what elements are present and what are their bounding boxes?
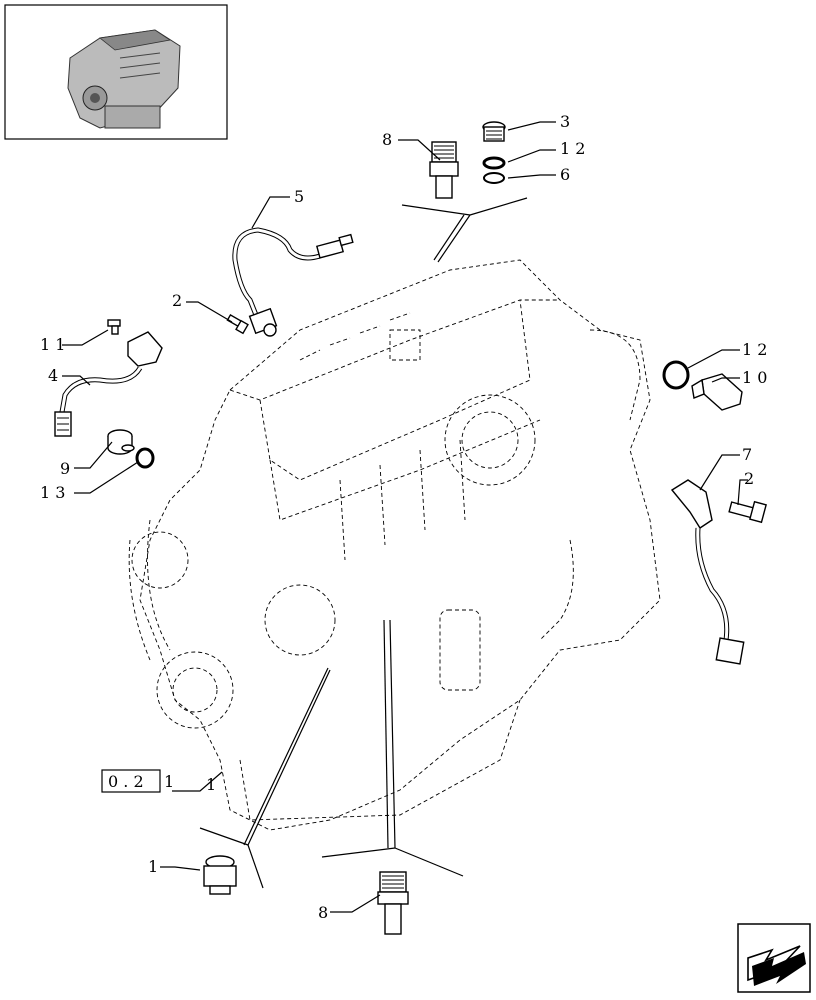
engine-outline [128, 259, 661, 831]
callout-12-top: 1 2 [560, 139, 585, 158]
reference-suffix: 1 [164, 772, 174, 791]
part-1-sensor[interactable] [203, 855, 237, 895]
reference-box[interactable]: 0 . 2 1 1 [101, 769, 223, 794]
callout-4: 4 [48, 366, 58, 385]
callout-2-right: 2 [744, 469, 754, 488]
callout-9: 9 [60, 459, 70, 478]
part-12-washer-right[interactable] [662, 360, 690, 390]
part-3-plug[interactable] [482, 121, 506, 142]
part-13-washer[interactable] [135, 447, 155, 469]
part-8-bottom-sensor[interactable] [377, 871, 409, 935]
callout-6: 6 [560, 165, 570, 184]
part-2-screw-left[interactable] [226, 313, 249, 335]
callout-3: 3 [560, 112, 570, 131]
callout-12-right: 1 2 [742, 340, 767, 359]
engine-thumbnail-icon[interactable] [4, 4, 228, 140]
callout-leaders [62, 121, 748, 913]
part-2-bolt-right[interactable] [728, 500, 767, 524]
callout-8-bottom: 8 [318, 903, 328, 922]
part-9-plug[interactable] [107, 429, 135, 455]
callout-5: 5 [294, 187, 304, 206]
callout-1: 1 [148, 857, 158, 876]
callout-10: 1 0 [742, 368, 767, 387]
reference-item: 1 [206, 775, 216, 794]
leader-lines [199, 197, 528, 889]
part-12-washer-top[interactable] [482, 156, 506, 170]
part-6-washer[interactable] [483, 172, 505, 184]
part-5-cable-sensor[interactable] [232, 227, 354, 337]
callout-8-top: 8 [382, 130, 392, 149]
callout-13: 1 3 [40, 483, 65, 502]
part-7-cable-sensor[interactable] [670, 479, 745, 665]
callout-7: 7 [742, 445, 752, 464]
part-11-screw[interactable] [107, 319, 121, 335]
part-8-top-sensor[interactable] [429, 141, 459, 199]
part-10-sensor[interactable] [691, 373, 743, 411]
part-4-cable-sensor[interactable] [54, 331, 163, 437]
callout-11: 1 1 [40, 335, 65, 354]
reference-label: 0 . 2 [108, 772, 144, 791]
callout-2-left: 2 [172, 291, 182, 310]
next-page-arrow-icon[interactable] [737, 923, 811, 993]
